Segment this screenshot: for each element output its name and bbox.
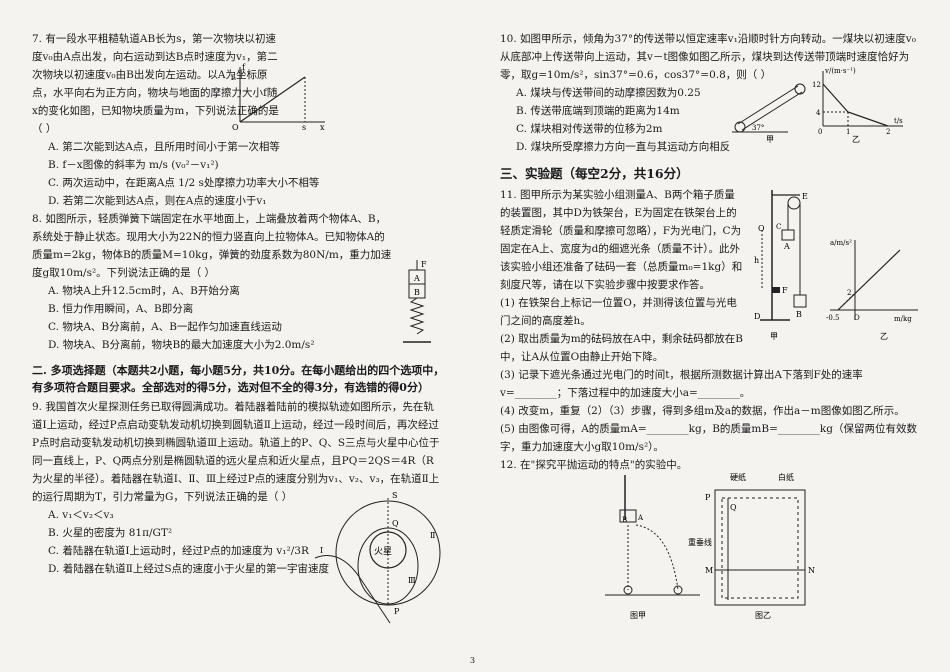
section-2-heading: 二. 多项选择题（本题共2小题，每小题5分，共10分。在每小题给出的四个选项中，… [32, 364, 445, 394]
q10-option-b: B. 传送带底端到顶端的距离为14m [516, 105, 680, 117]
q7-stem: 7. 有一段水平粗糙轨道AB长为s，第一次物块以初速度v₀由A点出发，向右运动到… [32, 33, 279, 135]
orbit-1-label: I [320, 546, 323, 555]
left-column: 7. 有一段水平粗糙轨道AB长为s，第一次物块以初速度v₀由A点出发，向右运动到… [32, 30, 452, 578]
q11-stem: 11. 图甲所示为某实验小组测量A、B两个箱子质量的装置图，其中D为铁架台，E为… [500, 189, 743, 291]
q9-stem: 9. 我国首次火星探测任务已取得圆满成功。着陆器着陆前的模拟轨迹如图所示，先在轨… [32, 401, 440, 503]
q12-q-label: Q [730, 503, 737, 512]
q10-v-axis-label: v/(m·s⁻¹) [824, 67, 856, 75]
q11-m-axis-label: m/kg [894, 315, 912, 323]
q7-figure: f f₁ x O s [231, 63, 325, 132]
q11-e-label: E [802, 192, 808, 201]
q8-force-label: F [421, 260, 427, 269]
q8-block-b-label: B [414, 288, 420, 297]
q7-origin-label: O [232, 123, 239, 132]
q11-jia-caption: 甲 [770, 332, 778, 341]
q10-option-a: A. 煤块与传送带间的动摩擦因数为0.25 [516, 87, 701, 99]
q9-option-b: B. 火星的密度为 81π/GT² [48, 527, 173, 539]
point-p-label: P [394, 607, 400, 616]
q7-s-label: s [302, 123, 306, 132]
q8-figure: F A B [403, 260, 431, 343]
q8-option-b: B. 恒力作用瞬间，A、B即分离 [48, 303, 194, 315]
point-q-label: Q [392, 519, 399, 528]
q12-n-label: N [808, 566, 815, 575]
mars-label: 火星 [374, 546, 392, 557]
q11-a-label: A [783, 242, 790, 251]
q11-step-5: (5) 由图像可得，A的质量mA=________kg，B的质量mB=_____… [500, 423, 917, 453]
q11-figure: E O C A h F D B 甲 a/m/s² m/kg 2 -0.5 O 乙 [754, 190, 918, 341]
q11-step-1: (1) 在铁架台上标记一位置O，并测得该位置与光电门之间的高度差h。 [500, 297, 737, 327]
q11-step-4: (4) 改变m，重复（2）（3）步骤，得到多组m及a的数据，作出a－m图像如图乙… [500, 405, 905, 417]
q12-m-label: M [705, 566, 713, 575]
q10-origin-label: 0 [818, 128, 822, 136]
orbit-2-label: Ⅱ [430, 531, 435, 540]
question-11: 11. 图甲所示为某实验小组测量A、B两个箱子质量的装置图，其中D为铁架台，E为… [500, 186, 920, 456]
q11-o-label: O [758, 224, 765, 233]
q10-jia-caption: 甲 [766, 135, 774, 144]
orbit-3-label: Ⅲ [408, 576, 416, 585]
q11-h-label: h [754, 256, 759, 265]
q9-option-d: D. 着陆器在轨道Ⅱ上经过S点的速度小于火星的第一宇宙速度 [48, 563, 330, 575]
q7-options: A. 第二次能到达A点，且所用时间小于第一次相等 B. f－x图像的斜率为 m/… [32, 138, 452, 210]
question-7: 7. 有一段水平粗糙轨道AB长为s，第一次物块以初速度v₀由A点出发，向右运动到… [32, 30, 282, 138]
q9-figure: 火星 S Q P I Ⅱ Ⅲ [314, 491, 441, 624]
q8-block-a-label: A [413, 274, 420, 283]
q12-a-label: A [637, 514, 644, 522]
q10-angle-label: 37° [752, 124, 764, 132]
q10-t-axis-label: t/s [894, 117, 903, 125]
q11-c-label: C [776, 223, 781, 231]
q10-option-d: D. 煤块所受摩擦力方向一直与其运动方向相反 [516, 141, 731, 153]
q7-option-b: B. f－x图像的斜率为 m/s (v₀²－v₁²) [48, 159, 219, 171]
q11-d-label: D [754, 312, 760, 321]
q11-mneg-label: -0.5 [826, 314, 840, 322]
q12-p-label: P [705, 493, 711, 502]
q11-f-label: F [782, 286, 788, 295]
question-12: 12. 在"探究平抛运动的特点"的实验中。 [500, 459, 688, 471]
q10-yi-caption: 乙 [852, 135, 860, 144]
page-number: 3 [470, 656, 476, 665]
q12-plumb-label: 重垂线 [688, 537, 712, 547]
question-9: 9. 我国首次火星探测任务已取得圆满成功。着陆器着陆前的模拟轨迹如图所示，先在轨… [32, 398, 452, 578]
q9-option-c: C. 着陆器在轨道Ⅰ上运动时，经过P点的加速度为 v₁²/3R [48, 545, 309, 557]
q8-option-c: C. 物块A、B分离前，A、B一起作匀加速直线运动 [48, 321, 282, 333]
q11-a-axis-label: a/m/s² [830, 239, 852, 247]
q8-option-a: A. 物块A上升12.5cm时，A、B开始分离 [48, 285, 240, 297]
q11-step-3: (3) 记录下遮光条通过光电门的时间t，根据所测数据计算出A下落到F处的速率v=… [500, 369, 863, 399]
q10-figure: 37° 甲 v/(m·s⁻¹) t/s 12 4 0 1 2 乙 [732, 67, 903, 144]
q11-a2-label: 2 [847, 289, 851, 297]
q12-b-label: B [622, 516, 627, 524]
section-3-heading: 三、实验题（每空2分，共16分） [500, 166, 689, 181]
q11-origin-label: O [854, 314, 860, 322]
q10-t1-label: 1 [846, 128, 850, 136]
q12-caption-1: 图甲 [630, 611, 646, 620]
q7-option-a: A. 第二次能到达A点，且所用时间小于第一次相等 [48, 141, 280, 153]
q12-white-paper-label: 白纸 [778, 472, 794, 482]
q10-t2-label: 2 [886, 128, 890, 136]
q10-stem: 10. 如图甲所示，倾角为37°的传送带以恒定速率v₁沿顺时针方向转动。一煤块以… [500, 33, 916, 81]
q11-b-label: B [796, 310, 802, 319]
q7-f1-label: f₁ [231, 74, 237, 82]
q12-caption-2: 图乙 [755, 611, 771, 620]
q12-hard-paper-label: 硬纸 [730, 472, 746, 482]
q9-option-a: A. v₁＜v₂＜v₃ [48, 509, 114, 521]
q7-x-axis-label: x [320, 123, 325, 132]
q10-option-c: C. 煤块相对传送带的位移为2m [516, 123, 663, 135]
q8-stem: 8. 如图所示，轻质弹簧下端固定在水平地面上，上端叠放着两个物体A、B，系统处于… [32, 213, 392, 279]
point-s-label: S [392, 491, 397, 500]
q7-option-c: C. 两次运动中，在距离A点 1/2 s处摩擦力功率大小不相等 [48, 177, 320, 189]
right-column: 10. 如图甲所示，倾角为37°的传送带以恒定速率v₁沿顺时针方向转动。一煤块以… [500, 30, 920, 474]
q12-figure: B A 图甲 硬纸 白纸 重垂线 P Q M N 图乙 [605, 472, 815, 620]
q10-v12-label: 12 [812, 81, 821, 89]
q8-option-d: D. 物块A、B分离前，物块B的最大加速度大小为2.0m/s² [48, 339, 315, 351]
q10-v4-label: 4 [816, 109, 821, 117]
q7-option-d: D. 若第二次能到达A点，则在A点的速度小于v₁ [48, 195, 267, 207]
question-10: 10. 如图甲所示，倾角为37°的传送带以恒定速率v₁沿顺时针方向转动。一煤块以… [500, 30, 920, 156]
q7-f-axis-label: f [242, 63, 246, 72]
q11-yi-caption: 乙 [880, 332, 888, 341]
q11-step-2: (2) 取出质量为m的砝码放在A中，剩余砝码都放在B中，让A从位置O由静止开始下… [500, 333, 743, 363]
question-8: 8. 如图所示，轻质弹簧下端固定在水平地面上，上端叠放着两个物体A、B，系统处于… [32, 210, 392, 354]
